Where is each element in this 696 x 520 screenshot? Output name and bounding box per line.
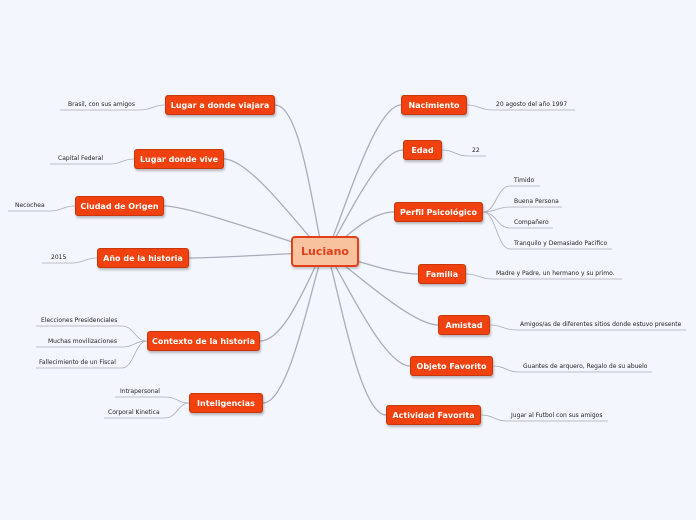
leaf-connector-perfil-2 [482,211,553,229]
connector-right-6 [324,251,387,416]
topic-label: Año de la historia [103,253,183,263]
leaf-buena-persona: Buena Persona [514,198,559,205]
leaf-connector-inteligencias-1 [104,402,190,419]
leaf-brasil-con-sus-amigos: Brasil, con sus amigos [68,101,135,108]
leaf-connector-right-2 [465,273,622,280]
leaf-amigos-de-diferentes-sitios: Amigos/as de diferentes sitios donde est… [520,321,682,328]
leaf-connector-perfil-3 [482,211,612,250]
leaf-necochea: Necochea [15,202,45,209]
topic-nacimiento[interactable]: Nacimiento [401,95,467,115]
connector-right-0 [324,104,402,253]
leaf-22: 22 [472,147,480,154]
topic-ano-de-la-historia[interactable]: Año de la historia [97,248,189,268]
leaf-connector-left-0 [60,104,166,111]
leaf-2015: 2015 [51,254,67,261]
leaf-connector-left-1 [50,158,135,165]
topic-inteligencias[interactable]: Inteligencias [189,393,263,413]
topic-label: Nacimiento [408,100,460,110]
topic-label: Contexto de la historia [151,336,256,346]
topic-amistad[interactable]: Amistad [438,315,490,335]
topic-label: Familia [425,269,459,279]
topic-lugar-a-donde-viajara[interactable]: Lugar a donde viajara [165,95,275,115]
topic-label: Objeto Favorito [416,361,487,371]
leaf-timido: Timido [514,177,535,184]
topic-label: Ciudad de Origen [80,201,159,211]
topic-contexto-de-la-historia[interactable]: Contexto de la historia [147,331,260,351]
topic-perfil-psicologico[interactable]: Perfil Psicológico [394,202,483,222]
leaf-connector-right-4 [492,365,652,373]
topic-objeto-favorito[interactable]: Objeto Favorito [410,356,493,376]
leaf-guantes-de-arquero: Guantes de arquero, Regalo de su abuelo [523,363,648,370]
leaf-tranquilo-y-demasiado-pacifico: Tranquilo y Demasiado Pacifico [514,240,608,247]
topic-label: Edad [411,145,434,155]
leaf-connector-contexto-1 [36,340,148,348]
leaf-20-agosto-1997: 20 agosto del año 1997 [496,101,568,108]
leaf-intrapersonal: Intrapersonal [120,388,160,395]
leaf-connector-contexto-0 [36,325,148,342]
leaf-capital-federal: Capital Federal [58,155,104,162]
central-topic-label: Luciano [301,245,349,258]
connector-right-5 [324,251,411,367]
topic-lugar-donde-vive[interactable]: Lugar donde vive [134,149,224,169]
leaf-elecciones-presidenciales: Elecciones Presidenciales [41,317,118,324]
leaf-connector-left-3 [42,257,98,264]
topic-label: Amistad [445,320,483,330]
central-topic-luciano[interactable]: Luciano [291,236,359,267]
topic-label: Perfil Psicológico [399,207,478,217]
topic-label: Lugar donde vive [139,154,219,164]
leaf-fallecimiento-de-un-fiscal: Fallecimiento de un Fiscal [39,359,116,366]
leaf-connector-right-3 [489,324,686,331]
topic-label: Lugar a donde viajara [170,100,270,110]
leaf-connector-perfil-0 [482,185,540,213]
connector-left-0 [274,104,326,253]
topic-actividad-favorita[interactable]: Actividad Favorita [386,405,481,425]
leaf-connector-right-1 [441,149,486,157]
leaf-companero: Compañero [514,219,549,226]
leaf-jugar-al-futbol: Jugar al Futbol con sus amigos [511,412,603,419]
topic-ciudad-de-origen[interactable]: Ciudad de Origen [75,196,164,216]
topic-familia[interactable]: Familia [418,264,466,284]
topic-label: Actividad Favorita [392,410,475,420]
leaf-connector-left-2 [8,205,76,212]
topic-label: Inteligencias [197,398,255,408]
leaf-connector-perfil-1 [482,206,562,213]
connector-left-5 [262,251,326,404]
topic-edad[interactable]: Edad [403,140,442,160]
leaf-connector-right-5 [480,414,608,422]
leaf-muchas-movilizaciones: Muchas movilizaciones [48,338,117,345]
leaf-connector-contexto-2 [36,340,148,369]
leaf-madre-y-padre: Madre y Padre, un hermano y su primo. [496,270,615,277]
leaf-connector-inteligencias-0 [115,396,190,404]
leaf-connector-right-0 [466,104,575,111]
leaf-corporal-kinetica: Corporal Kinetica [108,409,160,416]
